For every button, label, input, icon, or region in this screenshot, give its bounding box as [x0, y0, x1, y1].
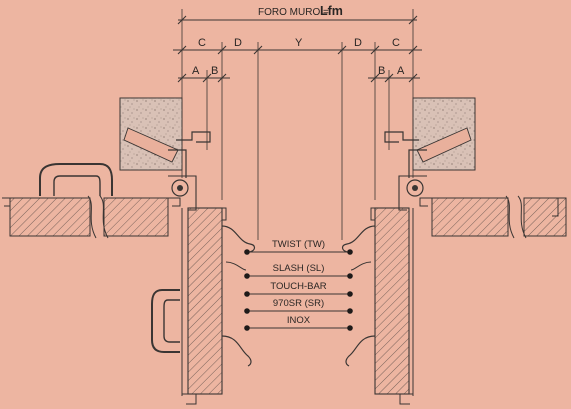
handle-type-list: TWIST (TW) SLASH (SL) TOUCH-BAR 970SR (S…: [244, 239, 353, 331]
handle-row-twist: TWIST (TW): [244, 239, 353, 255]
handle-row-slash: SLASH (SL): [244, 263, 353, 279]
side-panel-left: [2, 195, 181, 239]
dimension-label-c-right: C: [392, 37, 400, 49]
door-leaf-right: [370, 207, 414, 405]
handle-row-inox: INOX: [244, 315, 353, 331]
overall-dimension: FORO MURO = Lfm: [177, 4, 418, 178]
wall-block-right: [384, 97, 476, 178]
handle-label-twist: TWIST (TW): [272, 239, 325, 250]
door-leaf-left: [181, 207, 227, 405]
handle-label-970sr: 970SR (SR): [273, 298, 324, 309]
dimension-label-d-right: D: [354, 37, 362, 49]
dimension-label-d-left: D: [234, 37, 242, 49]
dimension-label-a-left: A: [192, 65, 200, 77]
overall-title-prefix: FORO MURO =: [258, 7, 329, 18]
dimension-label-c-left: C: [198, 37, 206, 49]
row-dimension-abba: A B B A: [177, 65, 420, 150]
pull-handle-bottom-icon: [151, 289, 180, 353]
handle-label-inox: INOX: [287, 315, 311, 326]
handle-row-touch-bar: TOUCH-BAR: [244, 281, 353, 297]
handle-profiles: [221, 225, 376, 367]
dimension-label-b-right: B: [378, 65, 385, 77]
handle-label-slash: SLASH (SL): [273, 263, 325, 274]
wall-block-left: [119, 97, 211, 178]
pivot-hinge-left: [168, 175, 197, 211]
row-dimension-cdydc: C D Y D C: [173, 37, 422, 240]
handle-row-970sr: 970SR (SR): [244, 298, 353, 314]
side-panel-right: [419, 195, 567, 239]
dimension-label-b-left: B: [211, 65, 218, 77]
pivot-hinge-right: [398, 175, 427, 211]
dimension-label-y: Y: [295, 37, 303, 49]
overall-title-value: Lfm: [320, 4, 343, 18]
pull-handle-top-icon: [39, 163, 113, 196]
handle-label-touch-bar: TOUCH-BAR: [270, 281, 326, 292]
dimension-label-a-right: A: [397, 65, 405, 77]
